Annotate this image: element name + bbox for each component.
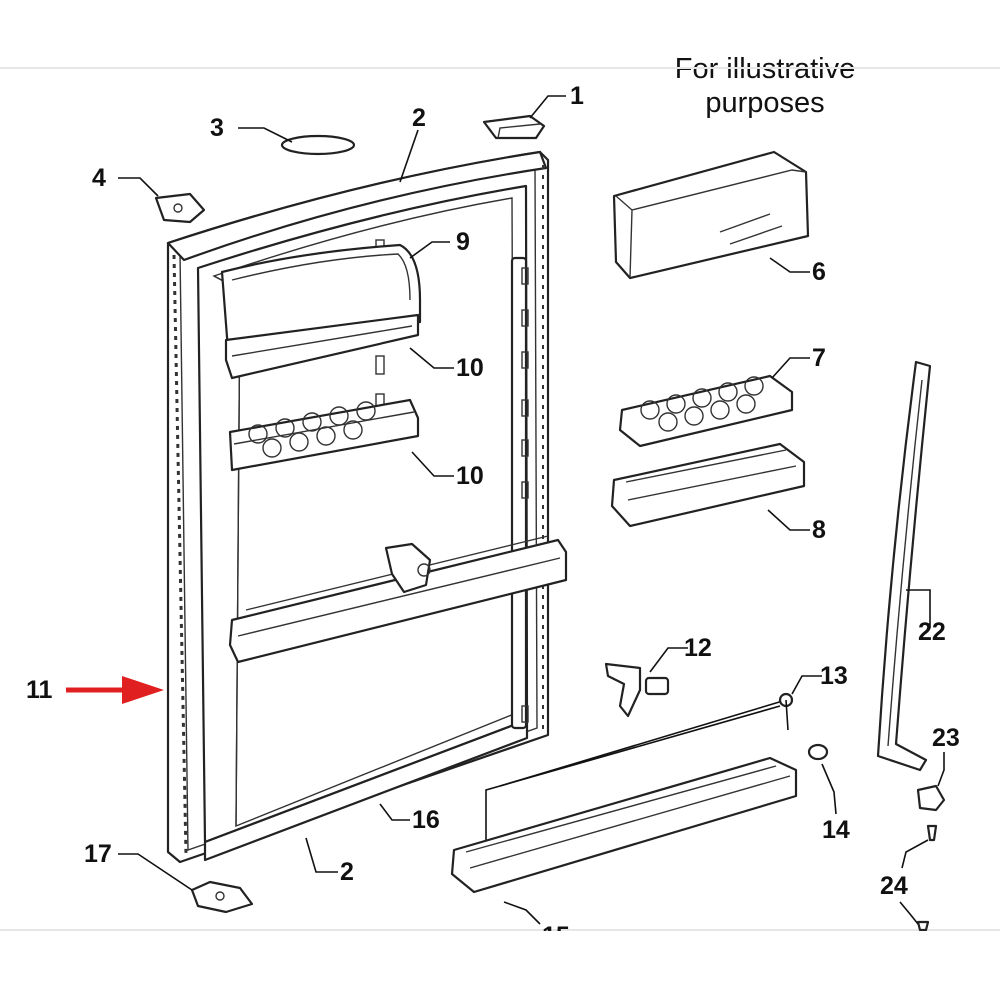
callout-2-top: 2 xyxy=(412,104,426,132)
leader-lines xyxy=(118,95,945,925)
bottom-clip-mask xyxy=(0,931,1000,1000)
dairy-bin xyxy=(220,243,422,380)
part-12-bin-clip xyxy=(604,662,670,718)
callout-12: 12 xyxy=(684,634,712,662)
large-door-bin xyxy=(228,535,568,664)
part-22-handle xyxy=(876,360,932,772)
part-1-hinge-cover xyxy=(482,114,546,140)
callout-13: 13 xyxy=(820,662,848,690)
part-3-oval-cap xyxy=(280,134,356,156)
gasket-left-edge xyxy=(172,254,188,856)
callout-24: 24 xyxy=(880,872,908,900)
arrow-gasket-indicator xyxy=(66,676,164,704)
part-14-cap xyxy=(807,743,829,761)
part-24-screws xyxy=(916,824,938,932)
egg-tray-shelf xyxy=(228,398,420,472)
part-7-egg-tray xyxy=(618,374,794,448)
callout-1: 1 xyxy=(570,82,584,110)
part-13-wire-rod xyxy=(485,692,794,840)
callout-3: 3 xyxy=(210,114,224,142)
callout-14: 14 xyxy=(822,816,850,844)
part-8-small-bin xyxy=(610,442,806,528)
caption-line-2: purposes xyxy=(705,87,825,119)
callout-6: 6 xyxy=(812,258,826,286)
part-15-bottom-bin xyxy=(450,756,798,894)
callout-7: 7 xyxy=(812,344,826,372)
callout-17: 17 xyxy=(84,840,112,868)
callout-23: 23 xyxy=(932,724,960,752)
part-6-dairy-cover xyxy=(612,150,810,280)
callout-11: 11 xyxy=(26,676,53,704)
callout-16: 16 xyxy=(412,806,440,834)
callout-9: 9 xyxy=(456,228,470,256)
part-4-hinge-bracket xyxy=(154,192,206,224)
callout-22: 22 xyxy=(918,618,946,646)
part-23-handle-bracket xyxy=(916,784,946,812)
callout-10-upper: 10 xyxy=(456,354,484,382)
callout-8: 8 xyxy=(812,516,826,544)
callout-4: 4 xyxy=(92,164,106,192)
callout-10-lower: 10 xyxy=(456,462,484,490)
part-17-bottom-hinge xyxy=(190,880,254,914)
callout-2-bottom: 2 xyxy=(340,858,354,886)
